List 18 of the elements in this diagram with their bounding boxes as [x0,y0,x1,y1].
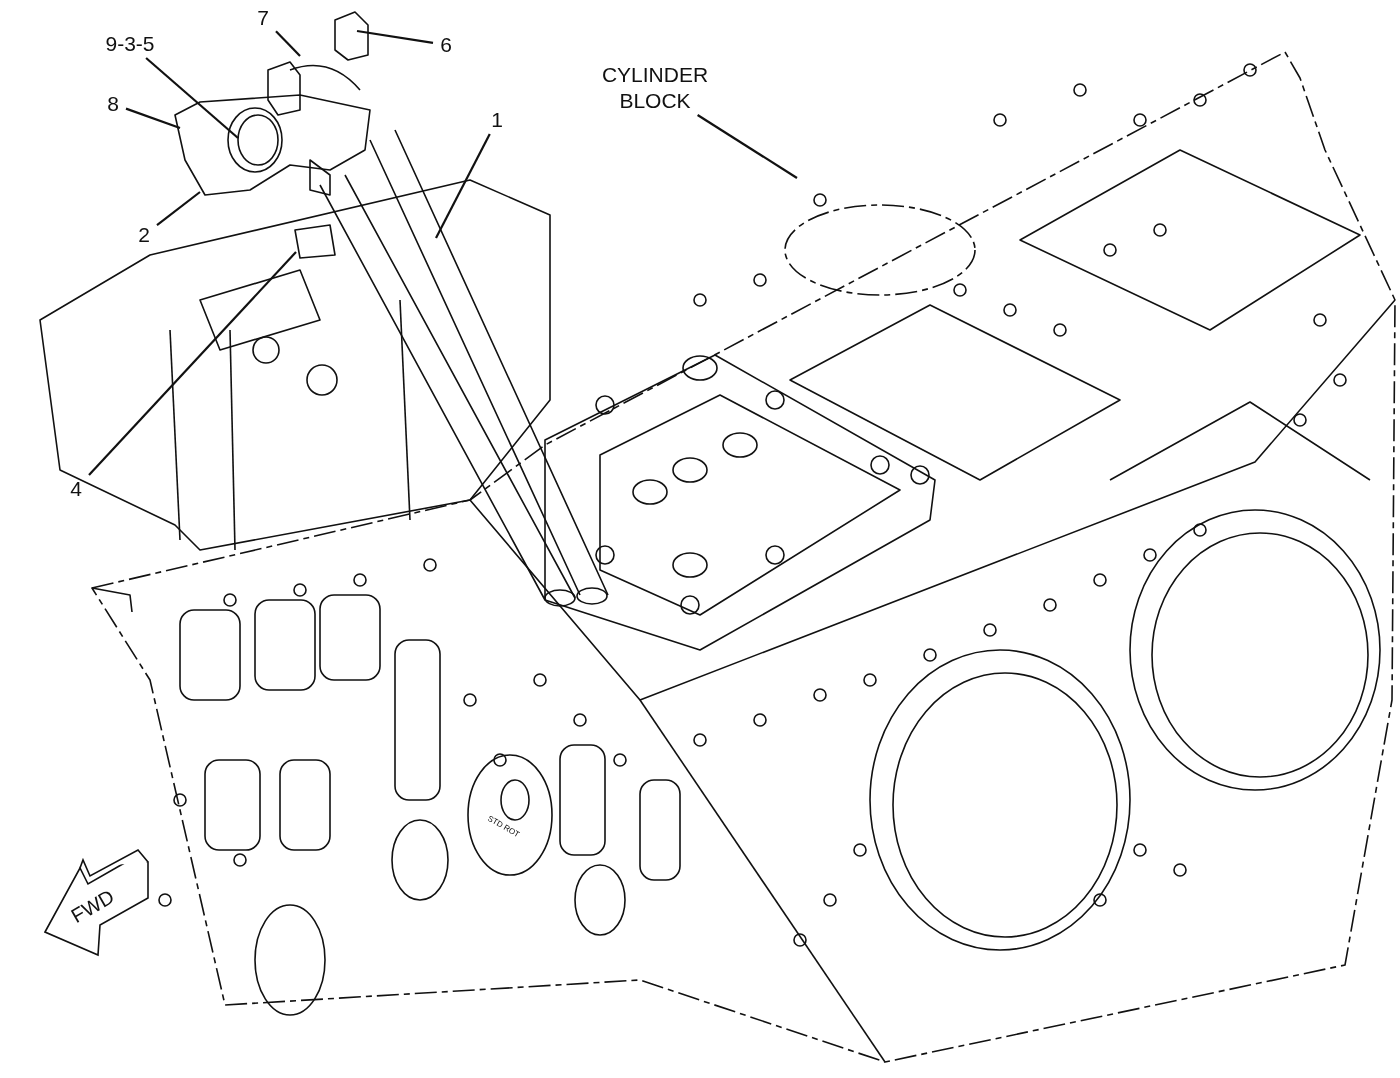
leader-line [145,57,239,139]
part-marking: STD ROT [486,813,521,840]
callout-number: 7 [253,5,273,31]
leader-line [156,191,201,226]
callout-number: 6 [436,32,456,58]
callout-number: 9-3-5 [96,31,164,57]
leader-line [88,251,297,476]
leader-line [125,107,181,130]
leader-line [435,133,491,239]
callout-number: 8 [103,91,123,117]
callout-number: 1 [487,107,507,133]
callout-number: 2 [134,222,154,248]
leader-line [275,30,301,57]
callout-number: 4 [66,476,86,502]
direction-label: FWD [67,885,119,928]
part-label: CYLINDER BLOCK [592,62,718,114]
leader-line [697,114,798,179]
leader-line [356,29,434,45]
